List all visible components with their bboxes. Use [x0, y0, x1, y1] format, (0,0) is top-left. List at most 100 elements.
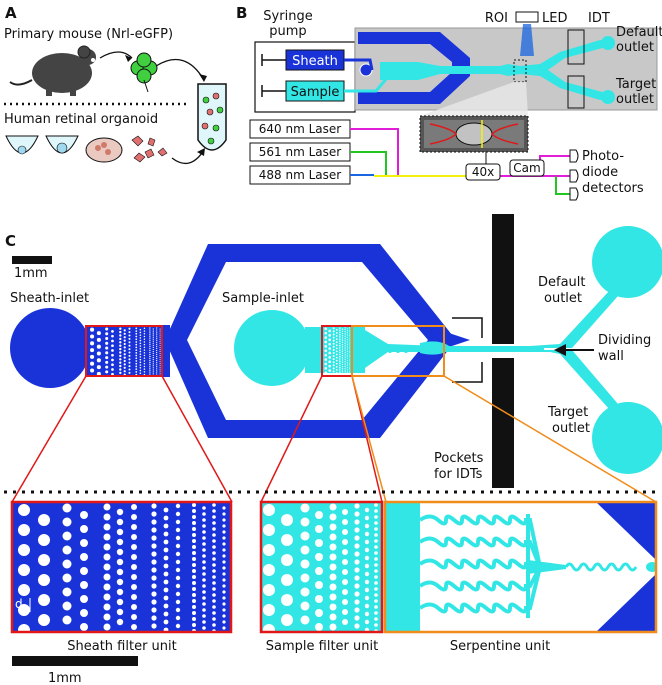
filter-pillar [123, 336, 126, 339]
filter-pillar [163, 539, 169, 545]
filter-pillar [192, 563, 196, 567]
filter-pillar [339, 333, 341, 336]
filter-pillar [103, 513, 111, 521]
filter-pillar [152, 363, 154, 365]
filter-pillar [341, 339, 344, 341]
filter-pillar [151, 527, 157, 533]
filter-pillar [374, 533, 378, 537]
filter-pillar [149, 359, 151, 362]
filter-pillar [344, 346, 346, 348]
filter-pillar [300, 573, 310, 583]
filter-pillar [263, 524, 275, 536]
filter-pillar [119, 334, 122, 337]
filter-pillar [222, 620, 226, 624]
filter-pillar [202, 512, 206, 516]
filter-pillar [156, 327, 158, 329]
d-label: d [15, 597, 23, 611]
filter-pillar [348, 372, 350, 373]
b-default-outlet-1: Default [616, 25, 662, 40]
filter-pillar [192, 545, 196, 549]
cell-tube-icon [197, 83, 227, 151]
filter-pillar [212, 503, 216, 507]
filter-pillar [222, 560, 226, 564]
filter-pillar [131, 584, 137, 590]
filter-pillar [364, 571, 370, 577]
filter-pillar [329, 623, 337, 631]
filter-pillar [139, 353, 142, 356]
filter-pillar [339, 371, 341, 373]
filter-pillar [163, 563, 169, 569]
filter-pillar [344, 362, 346, 364]
filter-pillar [151, 535, 157, 541]
filter-pillar [159, 365, 161, 367]
filter-pillar [346, 328, 348, 330]
filter-pillar [159, 373, 161, 375]
filter-pillar [192, 509, 196, 513]
filter-pillar [348, 361, 350, 363]
filter-pillar [348, 329, 350, 331]
filter-pillar [131, 614, 137, 620]
filter-pillar [156, 337, 158, 339]
filter-pillar [300, 601, 310, 611]
filter-pillar [105, 360, 109, 364]
filter-pillar [341, 332, 344, 335]
filter-pillar [202, 596, 206, 600]
sample-taper [528, 560, 566, 574]
filter-pillar [159, 361, 161, 363]
filter-pillar [119, 371, 122, 375]
filter-pillar [335, 332, 338, 334]
filter-pillar [212, 593, 216, 597]
idt-pairs [567, 29, 585, 109]
filter-pillar [111, 358, 114, 362]
filter-pillar [123, 370, 126, 373]
filter-pillar [38, 594, 50, 606]
filter-pillar [119, 364, 122, 368]
filter-pillar [156, 339, 158, 341]
filter-pillar [342, 539, 348, 545]
filter-pillar [128, 334, 131, 337]
filter-pillar [143, 338, 146, 340]
filter-pillar [332, 370, 335, 373]
filter-pillar [374, 581, 378, 585]
filter-pillar [111, 353, 114, 357]
organoid-label: Human retinal organoid [4, 112, 158, 127]
filter-pillar [119, 368, 122, 371]
mouse-icon [9, 45, 96, 96]
filter-pillar [324, 331, 328, 335]
filter-pillar [149, 329, 151, 331]
filter-pillar [346, 349, 348, 351]
filter-pillar [163, 595, 169, 601]
filter-pillar [159, 367, 161, 369]
photodiode-label-2: diode [582, 165, 618, 180]
filter-pillar [222, 518, 226, 522]
led-label: LED [542, 11, 567, 26]
filter-pillar [151, 583, 157, 589]
filter-pillar [348, 357, 350, 359]
filter-pillar [156, 351, 158, 354]
filter-pillar [143, 360, 146, 362]
filter-pillar [341, 361, 344, 363]
filter-pillar [328, 334, 332, 337]
filter-pillar [315, 567, 323, 575]
filter-pillar [152, 371, 154, 373]
filter-pillar [342, 579, 348, 585]
filter-pillar [149, 366, 151, 368]
filter-pillar [348, 370, 350, 372]
filter-pillar [344, 336, 346, 338]
filter-pillar [300, 587, 310, 597]
filter-pillar [348, 340, 350, 342]
filter-pillar [335, 353, 338, 356]
filter-pillar [116, 588, 124, 596]
filter-pillar [348, 345, 350, 347]
filter-pillar [128, 337, 131, 340]
filter-pillar [159, 363, 161, 365]
filter-pillar [123, 342, 126, 346]
filter-pillar [139, 331, 142, 334]
filter-pillar [212, 623, 216, 627]
filter-pillar [18, 564, 30, 576]
filter-pillar [364, 611, 370, 617]
filter-pillar [202, 626, 206, 630]
filter-pillar [212, 521, 216, 525]
filter-pillar [90, 334, 95, 339]
filter-pillar [152, 367, 154, 369]
